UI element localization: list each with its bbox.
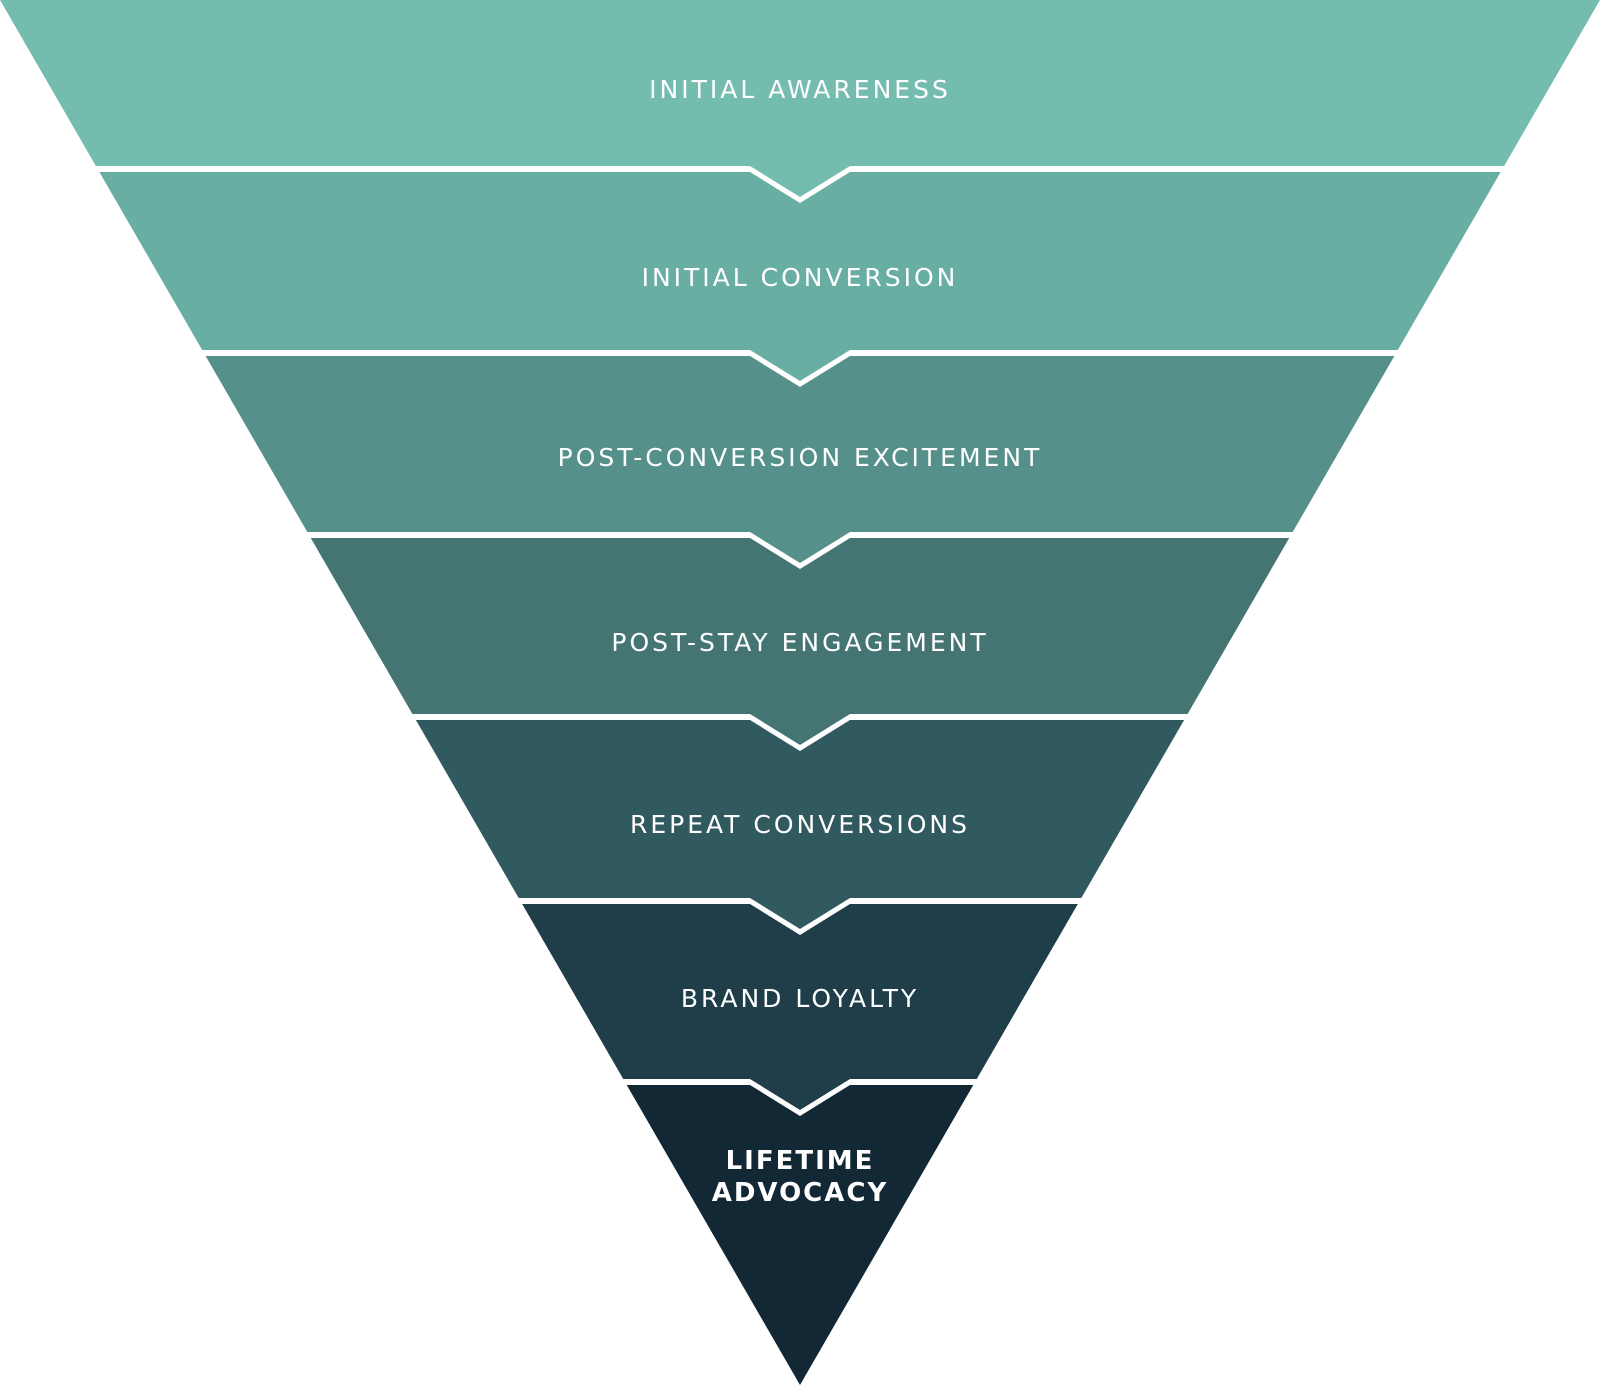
stage-label-label-line1: LIFETIME bbox=[726, 1146, 875, 1176]
stage-label-label-line2: ADVOCACY bbox=[712, 1178, 889, 1208]
funnel-stage-6 bbox=[522, 904, 1078, 1110]
funnel-stage-2 bbox=[99, 172, 1501, 381]
funnel-stage-3 bbox=[205, 356, 1395, 563]
funnel-stage-4 bbox=[310, 538, 1290, 745]
stage-label: REPEAT CONVERSIONS bbox=[630, 810, 970, 839]
stage-label: BRAND LOYALTY bbox=[681, 984, 919, 1013]
funnel-stage-1 bbox=[0, 0, 1600, 197]
stage-label: POST-CONVERSION EXCITEMENT bbox=[558, 443, 1043, 472]
funnel-stage-7 bbox=[626, 1085, 974, 1385]
funnel-stage-5 bbox=[415, 720, 1185, 929]
stage-label: POST-STAY ENGAGEMENT bbox=[611, 628, 988, 657]
stage-label: INITIAL CONVERSION bbox=[642, 263, 959, 292]
stage-label: INITIAL AWARENESS bbox=[649, 75, 951, 104]
